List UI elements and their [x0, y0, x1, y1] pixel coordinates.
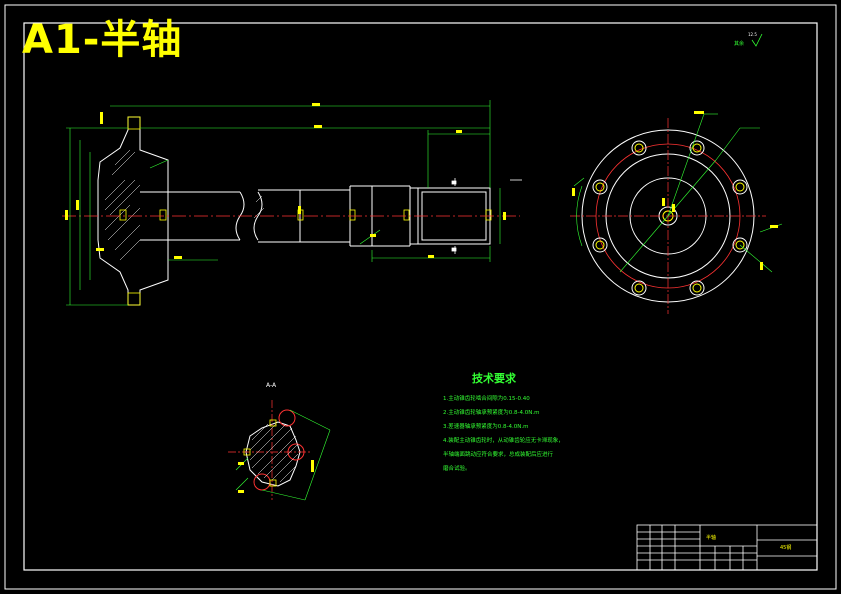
section-keys	[243, 419, 277, 487]
drawing-frame	[23, 22, 818, 571]
roughness-value: 12.5	[748, 32, 757, 37]
requirement-item: 1.主动锥齿轮啮合间隙为0.15-0.40	[443, 396, 530, 402]
drawing-title: A1-半轴	[22, 17, 183, 63]
section-aa-label: A-A	[266, 382, 277, 389]
section-dimension-labels	[238, 460, 314, 493]
tech-requirements-list: 1.主动锥齿轮啮合间隙为0.15-0.40 2.主动锥齿轮轴承预紧度为0.8-4…	[443, 392, 663, 476]
flange-bolt-holes	[592, 140, 748, 296]
requirement-item: 3.差速器轴承预紧度为0.8-4.0N.m	[443, 424, 529, 430]
hub-hatching	[104, 149, 265, 261]
title-block-material: 45钢	[780, 545, 792, 551]
sheet-border	[4, 4, 837, 590]
section-markers	[451, 178, 522, 254]
shaft-main-view	[97, 116, 491, 306]
flange-dimensions	[573, 113, 783, 273]
section-dimensions	[235, 409, 331, 501]
roughness-note: 其余	[734, 41, 745, 47]
requirement-item: 磨合试验。	[443, 466, 471, 472]
tech-requirements-heading: 技术要求	[472, 372, 516, 385]
main-dimensions	[66, 100, 501, 306]
requirement-item: 4.装配主动锥齿轮时，从动锥齿轮应无卡滞现象，	[443, 438, 564, 444]
requirement-item: 2.主动锥齿轮轴承预紧度为0.8-4.0N.m	[443, 410, 540, 416]
dimension-labels	[65, 103, 506, 259]
section-hatching	[249, 423, 299, 483]
roughness-symbol	[751, 33, 763, 47]
title-block-part-name: 半轴	[706, 535, 717, 541]
title-block	[636, 524, 818, 571]
bolt-holes-side	[119, 116, 492, 306]
requirement-item: 半轴端面跳动应符合要求，总成装配后应进行	[443, 452, 554, 458]
flange-dimension-labels	[572, 111, 778, 270]
section-aa-view	[228, 400, 310, 500]
